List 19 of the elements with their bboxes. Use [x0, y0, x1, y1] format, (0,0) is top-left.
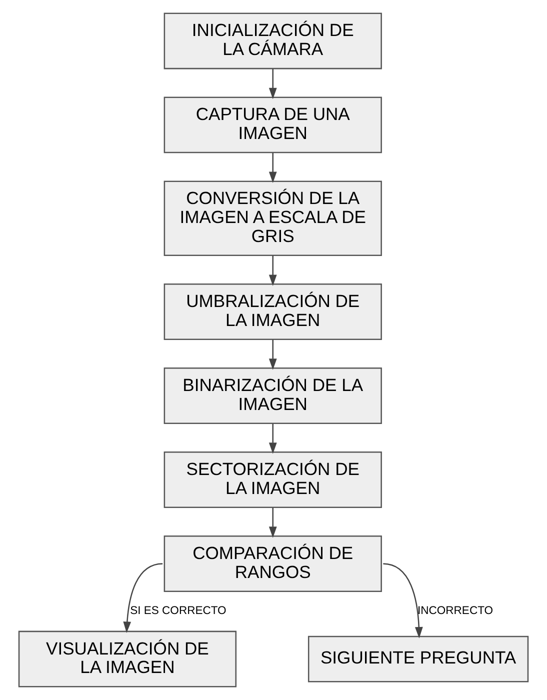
arrow [383, 563, 423, 638]
node-box: SECTORIZACIÓN DE LA IMAGEN [164, 452, 382, 508]
node-box: VISUALIZACIÓN DE LA IMAGEN [18, 630, 237, 688]
node-box: CONVERSIÓN DE LA IMAGEN A ESCALA DE GRIS [164, 180, 382, 256]
edge-label: INCORRECTO [418, 605, 494, 618]
node-box: COMPARACIÓN DE RANGOS [164, 536, 382, 592]
arrow [268, 153, 277, 183]
arrow [268, 424, 277, 454]
node-box: CAPTURA DE UNA IMAGEN [164, 96, 382, 154]
arrow [123, 563, 163, 633]
arrow [268, 340, 277, 370]
node-box: INICIALIZACIÓN DE LA CÁMARA [164, 12, 382, 70]
edge-label: SI ES CORRECTO [130, 605, 226, 618]
arrow [268, 256, 277, 286]
arrow [268, 68, 277, 100]
node-box: SIGUIENTE PREGUNTA [308, 636, 529, 682]
arrow [268, 508, 277, 538]
node-box: BINARIZACIÓN DE LA IMAGEN [164, 368, 382, 424]
node-box: UMBRALIZACIÓN DE LA IMAGEN [164, 284, 382, 340]
